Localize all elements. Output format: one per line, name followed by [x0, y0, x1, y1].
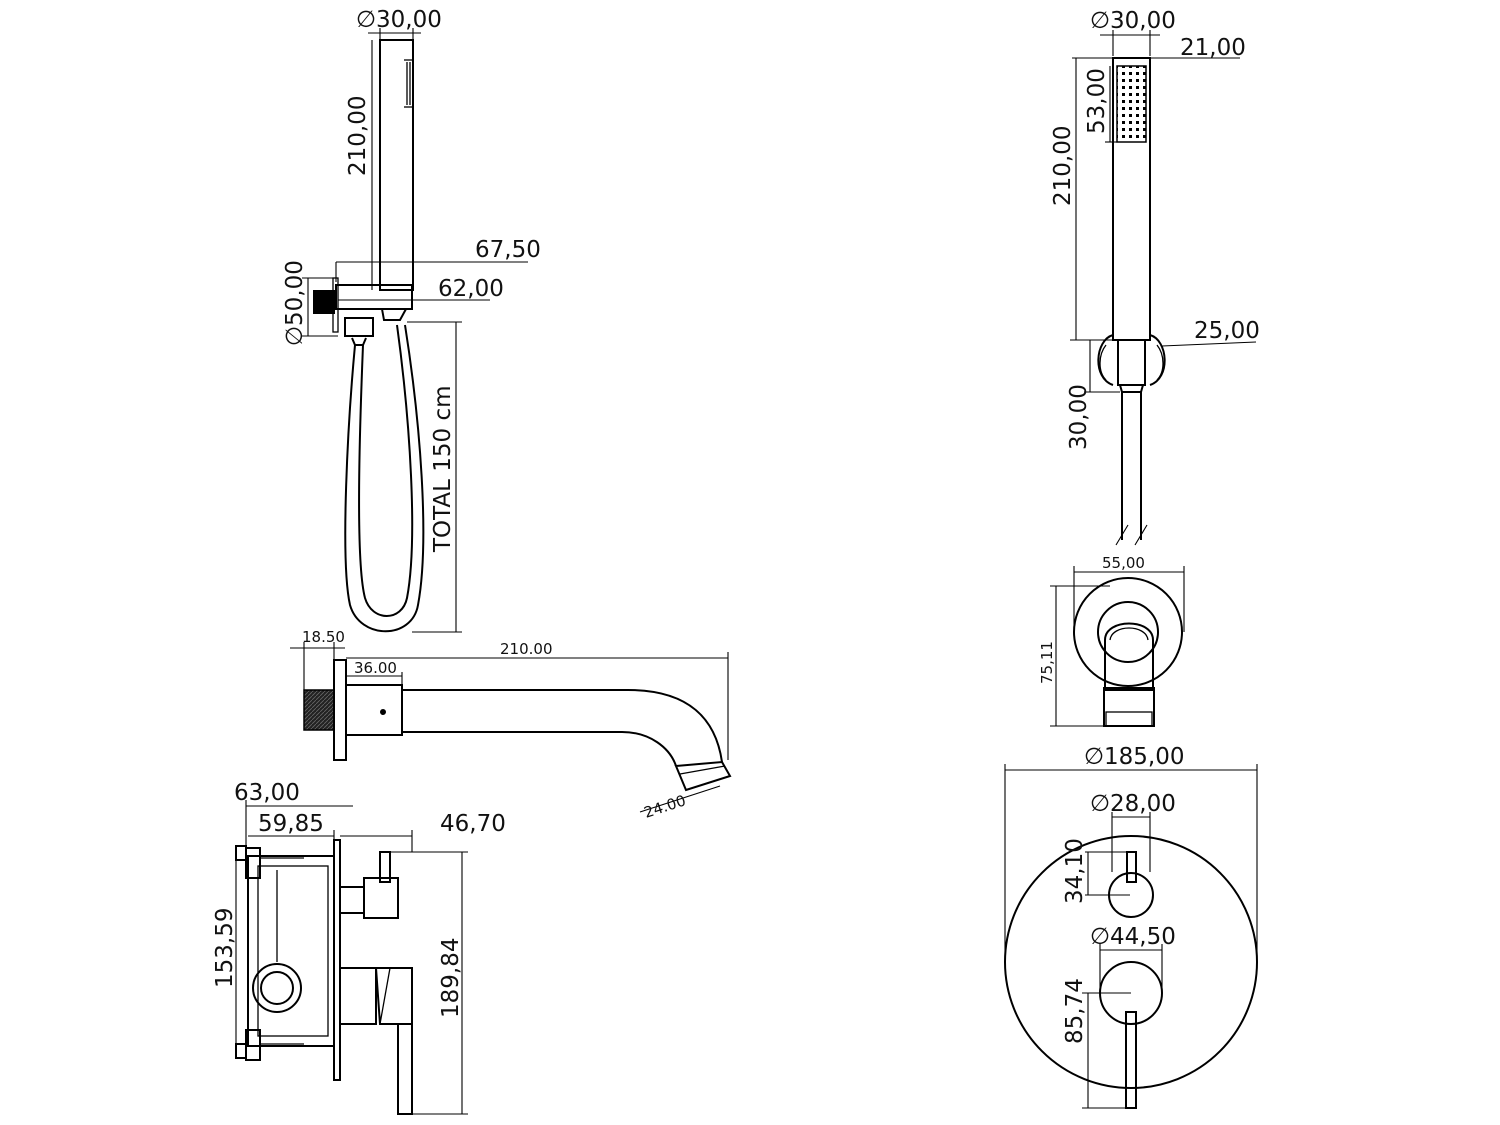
hose-outer [344, 324, 425, 633]
mixer-lever-front [1125, 1011, 1137, 1109]
mixer-side-view: 63,00 59,85 46,70 153,59 189,84 [212, 780, 506, 1115]
hose-connector [344, 317, 374, 337]
hose-cone [381, 308, 407, 321]
dim-holder-depth: 67,50 [475, 237, 541, 263]
hand-shower-body [379, 39, 414, 291]
spout-front-view: 55,00 75,11 [1038, 554, 1185, 727]
dim-body-depth: 59,85 [258, 811, 324, 837]
holder-cup [1117, 339, 1146, 386]
spout-wall-section [303, 689, 335, 731]
dim-outlet-depth: 62,00 [438, 276, 504, 302]
mixer-front-view: ∅185,00 ∅28,00 34,10 ∅44,50 85,74 [1004, 744, 1258, 1109]
dim-box-height: 153,59 [212, 908, 238, 988]
spout-rosette-inner [1097, 601, 1159, 663]
valve-port-inner [260, 971, 294, 1005]
dim-plate-thickness: 18.50 [302, 628, 345, 646]
dim-spout-width: 55,00 [1102, 554, 1145, 572]
dim-hose-total: TOTAL 150 cm [430, 385, 456, 553]
dim-hand-shower-length: 210,00 [345, 96, 371, 176]
dim-holder-diameter: ∅50,00 [282, 260, 308, 346]
spout-bottom-curve [402, 731, 677, 767]
spray-slots [404, 59, 413, 108]
dim-overall-depth: 63,00 [234, 780, 300, 806]
spout-wall-plate [333, 659, 347, 761]
spout-side-view: 18.50 36.00 210.00 24.00 [290, 628, 732, 822]
dim-diverter-offset: 34,10 [1062, 838, 1088, 904]
diverter-pin-front [1126, 851, 1137, 883]
mixer-cover-plate [333, 839, 341, 1081]
spout-collar [345, 684, 403, 736]
holder-bracket [335, 284, 413, 310]
dim-spout-projection: 210.00 [500, 640, 553, 658]
dim-front-length: 210,00 [1050, 126, 1076, 206]
dim-lever-diameter: ∅44,50 [1090, 924, 1176, 950]
dim-spout-height: 75,11 [1038, 641, 1056, 684]
dim-overall-height: 189,84 [438, 938, 464, 1018]
dim-diverter-diameter: ∅28,00 [1090, 791, 1176, 817]
dim-outlet: 24.00 [642, 791, 688, 821]
dim-lever-length: 85,74 [1062, 978, 1088, 1044]
spout-front-outlet [1103, 687, 1155, 727]
mixer-lever-handle [397, 1023, 413, 1115]
dim-collar-length: 36.00 [354, 659, 397, 677]
hand-shower-front-view: ∅30,00 21,00 53,00 210,00 25,00 30,00 [1050, 8, 1260, 546]
spout-rosette-outer [1073, 577, 1183, 687]
spray-face-nozzles [1116, 65, 1147, 143]
lever-stem [339, 967, 377, 1025]
dim-hand-shower-diameter: ∅30,00 [356, 7, 442, 33]
diverter-knob [363, 877, 399, 919]
spout-front-body [1104, 622, 1154, 691]
dim-front-width: 21,00 [1180, 35, 1246, 61]
spout-outlet-tip [674, 760, 732, 792]
holder-left-arc [1097, 334, 1114, 386]
dim-plate-diameter: ∅185,00 [1084, 744, 1185, 770]
dim-below-holder: 30,00 [1066, 384, 1092, 450]
valve-box [247, 855, 335, 1047]
dim-front-diameter: ∅30,00 [1090, 8, 1176, 34]
wall-plate-section [313, 290, 335, 314]
spout-top-curve [402, 689, 723, 763]
hand-shower-side-view: ∅30,00 210,00 67,50 ∅50,00 62,00 TOTAL 1… [282, 7, 541, 633]
dim-spray-face: 53,00 [1084, 68, 1110, 134]
valve-port-outer [252, 963, 302, 1013]
dim-front-holder: 25,00 [1194, 318, 1260, 344]
box-bracket-top [245, 847, 261, 879]
grub-screw [380, 709, 386, 715]
hose-inner [358, 324, 414, 617]
diverter-pin [379, 851, 391, 883]
holder-right-arc [1149, 334, 1166, 386]
dim-handle-projection: 46,70 [440, 811, 506, 837]
diverter-stem [339, 886, 365, 914]
